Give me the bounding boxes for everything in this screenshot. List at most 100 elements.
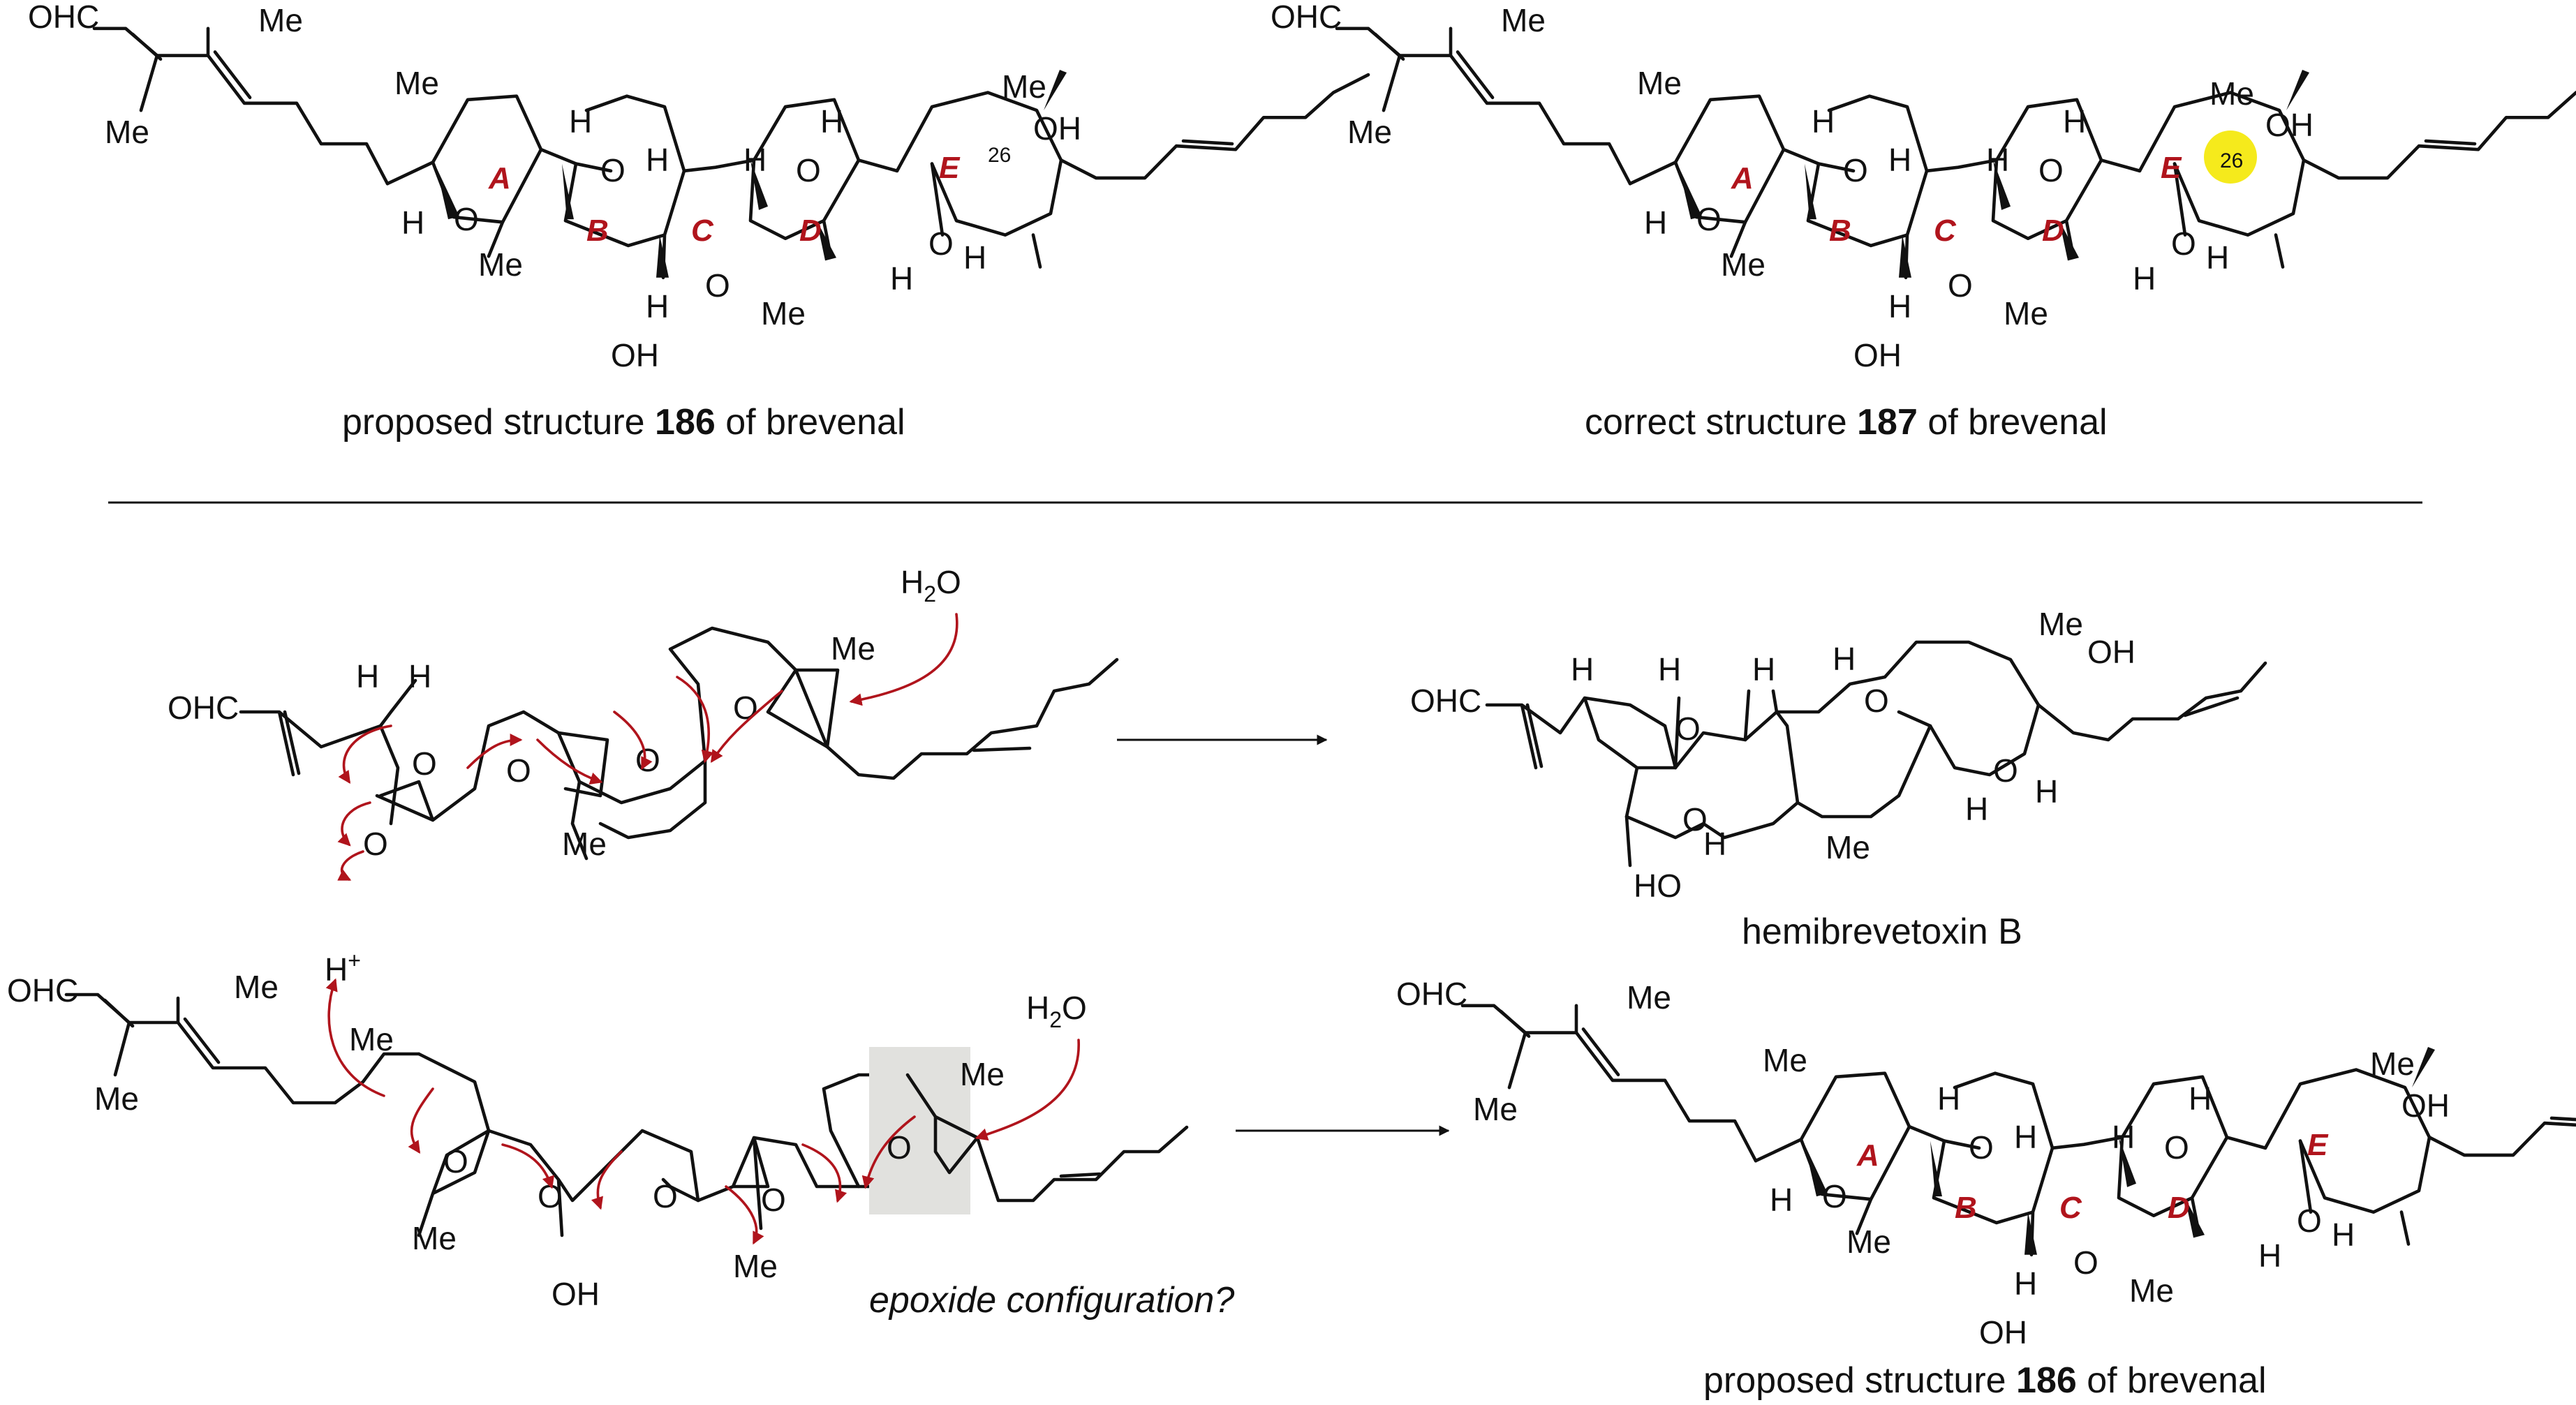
me-label: Me [94,1080,139,1117]
c26-label: 26 [988,144,1011,167]
epoxide-highlight-box [869,1047,970,1214]
ohc-label: OHC [1396,976,1467,1012]
o-label: O [2164,1129,2189,1166]
me-label: Me [733,1248,778,1284]
oh-label: OH [1853,337,1902,373]
h-label: H [820,103,843,140]
ohc-label: OHC [1271,0,1342,35]
me-label: Me [1826,829,1870,865]
c26-label: 26 [2220,149,2243,172]
me-label: Me [234,969,279,1005]
me-label: Me [562,826,607,862]
o-label: O [2297,1203,2322,1239]
oh-label: OH [552,1276,600,1312]
me-label: Me [960,1056,1005,1092]
ring-e-label: E [2307,1128,2329,1162]
h-label: H [1644,205,1667,241]
h-label: H [1752,651,1775,687]
h-label: H [1888,142,1911,178]
h-label: H [890,260,913,297]
h-label: H [1986,142,2009,178]
hemibrevetoxin-b-structure: OHC HO O O O O Me Me OH H H H H H H H he… [1410,606,2267,952]
ohc-label: OHC [28,0,99,35]
o-label: O [1948,267,1973,304]
o-label: O [443,1143,468,1180]
h-label: H [2206,239,2229,276]
h-label: H [1833,641,1856,677]
h-label: H [401,205,424,241]
o-label: O [796,152,821,188]
caption-top-right: correct structure 187 of brevenal [1585,402,2108,443]
me-label: Me [1721,246,1766,283]
h-label: H [1770,1182,1793,1218]
h-label: H [1703,826,1726,862]
h-label: H [1571,651,1594,687]
ring-b-label: B [586,214,609,248]
h-label: H [2014,1119,2037,1155]
oh-label: OH [1033,110,1081,147]
o-label: O [733,690,758,726]
o-label: O [363,826,388,862]
h-label: H [963,239,986,276]
h-label: H [2133,260,2156,297]
oh-label: OH [2265,107,2314,143]
me-label: Me [105,114,149,150]
h-label: H [2035,773,2058,810]
o-label: O [2038,152,2064,188]
o-label: O [887,1129,912,1166]
o-label: O [2171,225,2196,262]
h-label: H [2014,1265,2037,1302]
me-label: Me [1627,979,1671,1016]
me-label: Me [1473,1091,1518,1127]
o-label: O [506,752,531,789]
oh-label: OH [2401,1087,2450,1124]
bottom-right-structure: OHC Me Me Me Me Me Me OH OH O O O O O H … [1396,976,2576,1401]
h-label: H [2063,103,2086,140]
h-label: H [2112,1119,2135,1155]
o-label: O [454,201,479,237]
o-label: O [1682,801,1708,838]
ohc-label: OHC [168,690,239,726]
h-label: H [2258,1237,2281,1274]
o-label: O [600,152,626,188]
oh-label: OH [611,337,659,373]
h-label: H [646,288,669,325]
me-label: Me [2004,295,2048,332]
me-label: Me [1501,2,1546,38]
h-label: H [646,142,669,178]
h-label: H [1937,1080,1960,1117]
top-left-structure: OHC Me Me Me Me Me Me OH OH O O O O O H … [28,0,1368,443]
o-label: O [1822,1178,1847,1214]
ring-e-label: E [2161,151,2182,185]
oh-label: OH [1979,1314,2027,1351]
o-label: O [928,225,954,262]
water-label: H2O [1026,990,1087,1032]
o-label: O [1969,1129,1994,1166]
caption-hemibrevetoxin: hemibrevetoxin B [1742,912,2022,952]
h-label: H [1965,791,1988,827]
ring-d-label: D [2042,214,2064,248]
h-label: H [569,103,592,140]
brevenal-precursor: OHC Me Me Me Me Me Me OH O O O O O H+ H2… [7,948,1234,1321]
h-label: H [408,658,431,694]
me-label: Me [2038,606,2083,642]
o-label: O [1864,683,1889,719]
me-label: Me [1347,114,1392,150]
me-label: Me [831,630,875,667]
ring-c-label: C [691,214,714,248]
o-label: O [2073,1244,2098,1281]
caption-epoxide-question: epoxide configuration? [869,1280,1234,1321]
me-label: Me [412,1220,457,1256]
top-right-structure: OHC Me Me Me Me Me Me OH OH O O O O O H … [1271,0,2576,443]
ring-c-label: C [1934,214,1957,248]
me-label: Me [1002,68,1046,105]
o-label: O [1993,752,2018,789]
o-label: O [761,1182,786,1218]
me-label: Me [258,2,303,38]
ring-d-label: D [799,214,822,248]
oh-label: OH [2087,634,2135,670]
proton-label: H+ [325,948,361,988]
me-label: Me [1637,65,1682,101]
me-label: Me [478,246,523,283]
